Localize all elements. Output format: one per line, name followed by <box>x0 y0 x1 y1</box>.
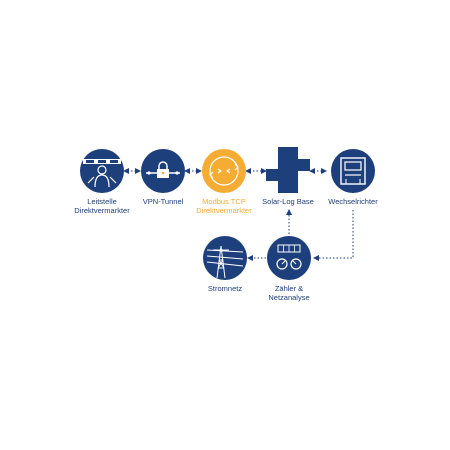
label-vpn: VPN-Tunnel <box>142 197 184 206</box>
label-wechselrichter: Wechselrichter <box>328 197 378 206</box>
label-leitstelle: Leitstelle Direktvermarkter <box>74 197 130 215</box>
connector-wechselrichter-zaehler <box>313 210 354 261</box>
node-modbus <box>202 149 246 198</box>
node-stromnetz <box>203 236 247 285</box>
meter-icon <box>267 236 311 280</box>
node-leitstelle <box>80 149 124 198</box>
solar-log-device-icon <box>266 147 310 193</box>
label-modbus: Modbus TCP Direktvermarkter <box>196 197 252 215</box>
node-zaehler <box>267 236 311 285</box>
node-vpn <box>141 149 185 198</box>
node-solarlog <box>266 147 310 198</box>
node-wechselrichter <box>331 149 375 198</box>
padlock-tunnel-icon <box>141 149 185 193</box>
label-zaehler: Zähler & Netzanalyse <box>268 284 310 302</box>
inverter-icon <box>331 149 375 193</box>
control-room-icon <box>80 149 124 193</box>
exchange-arrows-icon <box>202 149 246 193</box>
power-pylon-icon <box>203 236 247 280</box>
label-stromnetz: Stromnetz <box>207 284 243 293</box>
label-solarlog: Solar-Log Base <box>262 197 314 206</box>
